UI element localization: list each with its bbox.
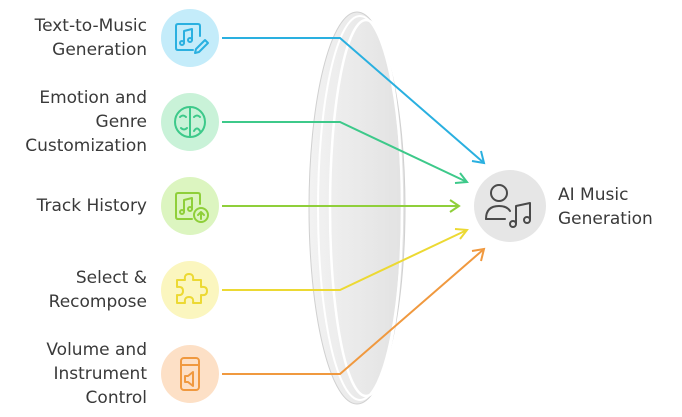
feature-node-4 — [161, 261, 219, 319]
puzzle-piece-icon — [176, 273, 208, 304]
hub-label: AI Music Generation — [558, 185, 653, 229]
volume-device-icon — [180, 357, 200, 391]
lens-shape — [308, 11, 406, 405]
arrow-volume-instrument — [222, 247, 486, 375]
arrow-emotion-genre — [222, 121, 469, 184]
hub-node — [474, 170, 546, 242]
arrow-text-to-music — [222, 37, 486, 165]
feature-label-volume-instrument: Volume and Instrument Control — [46, 340, 147, 408]
arrow-track-history — [222, 199, 461, 213]
feature-label-emotion-genre: Emotion and Genre Customization — [25, 88, 147, 156]
feature-node-5 — [161, 345, 219, 403]
feature-node-2 — [161, 93, 219, 151]
feature-label-text-to-music: Text-to-Music Generation — [34, 16, 147, 60]
feature-label-track-history: Track History — [36, 196, 147, 216]
music-file-edit-icon — [175, 23, 209, 54]
feature-node-3 — [161, 177, 219, 235]
arrow-select-recompose — [222, 228, 469, 291]
music-file-upload-icon — [175, 192, 209, 223]
feature-label-select-recompose: Select & Recompose — [48, 268, 147, 312]
person-music-icon — [485, 184, 531, 228]
mood-face-icon — [174, 106, 206, 138]
feature-node-1 — [161, 9, 219, 67]
